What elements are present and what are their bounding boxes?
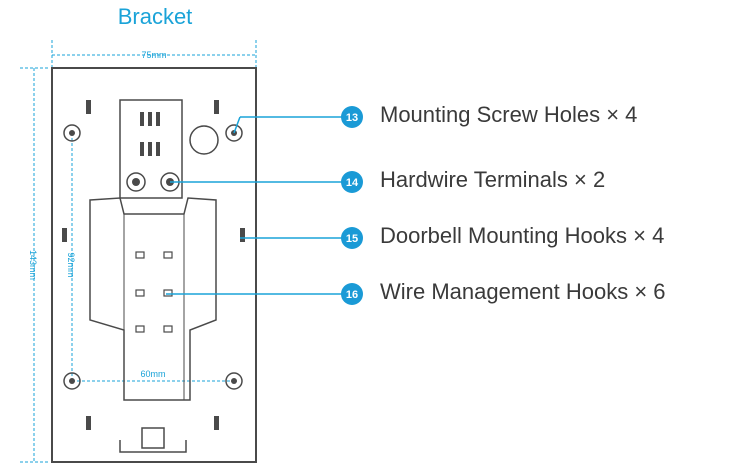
svg-text:13: 13 [346,112,358,124]
dim-width-bottom: 60mm [140,369,165,379]
dim-height-inner: 92mm [66,252,76,277]
svg-text:16: 16 [346,289,358,301]
svg-text:14: 14 [346,177,359,189]
callout-badge-14: 14 [341,171,363,193]
callout-label-mounting-screw-holes: Mounting Screw Holes × 4 [380,102,638,127]
wire-management-hooks [135,251,173,333]
top-dimension: 75mm [51,40,257,70]
plate-slots [62,100,245,430]
wire-channel [89,197,217,453]
callout-badge-13: 13 [341,106,363,128]
svg-text:15: 15 [346,233,358,245]
left-dimension: 143mm [20,67,48,463]
dim-width-top: 75mm [141,50,166,60]
callout-label-hardwire-terminals: Hardwire Terminals × 2 [380,167,606,192]
callout-label-doorbell-mounting-hooks: Doorbell Mounting Hooks × 4 [380,223,665,248]
dim-height-left: 143mm [28,250,38,280]
leader-lines [166,116,352,295]
callout-label-wire-management-hooks: Wire Management Hooks × 6 [380,279,666,304]
bottom-dimension: 60mm [72,369,234,382]
callout-badge-16: 16 [341,283,363,305]
inner-height-dimension: 92mm [66,133,76,380]
callout-badge-15: 15 [341,227,363,249]
diagram-title: Bracket [117,4,193,29]
